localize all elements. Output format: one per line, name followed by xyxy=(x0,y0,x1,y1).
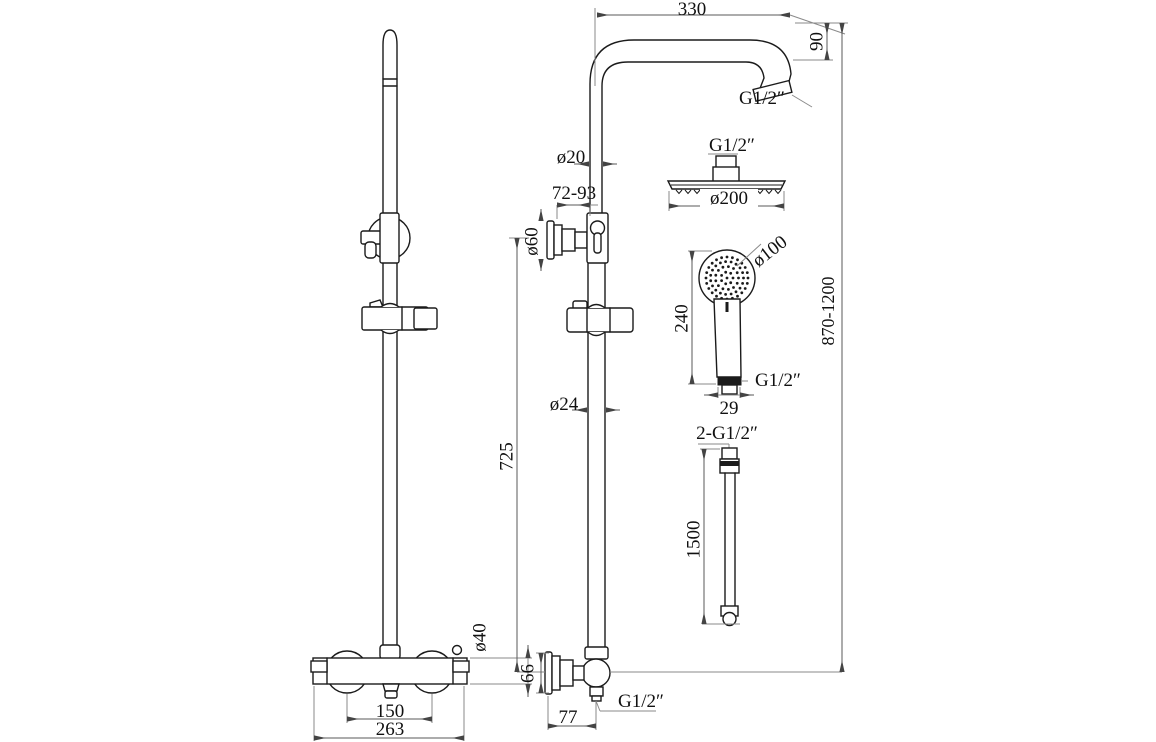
dim-hose-threads: 2-G1/2″ xyxy=(696,423,758,444)
dim-valve-body-dia: ø40 xyxy=(469,623,491,652)
dim-handset-length: 240 xyxy=(671,304,693,333)
side-view xyxy=(509,8,848,730)
dim-valve-width: 263 xyxy=(375,719,405,740)
dim-bracket-range: 72-93 xyxy=(551,183,597,204)
valve-body xyxy=(312,657,468,685)
dim-valve-flange-dia: 66 xyxy=(517,664,539,683)
dim-head-dia: ø200 xyxy=(700,189,758,208)
slider-bracket-front xyxy=(361,299,438,335)
dim-handset-thread: G1/2″ xyxy=(755,370,801,391)
dim-arm-length: 330 xyxy=(677,0,707,20)
wall-bracket-front xyxy=(360,212,411,264)
dim-valve-depth: 77 xyxy=(558,707,578,728)
wall-bracket-side xyxy=(546,212,609,264)
hand-shower xyxy=(688,243,762,398)
dim-head-thread: G1/2″ xyxy=(709,135,755,156)
valve-side xyxy=(544,646,611,702)
dim-handset-bottom-width: 29 xyxy=(719,398,739,419)
spray-face-dots xyxy=(704,255,750,301)
rail-front xyxy=(382,29,398,660)
shower-arm xyxy=(589,39,813,214)
slider-bracket-side xyxy=(566,300,634,337)
shower-hose xyxy=(698,443,740,627)
dim-hose-length: 1500 xyxy=(683,520,705,559)
dim-riser-lower-dia: ø24 xyxy=(549,394,579,415)
front-view xyxy=(310,29,532,741)
thermostatic-valve-front xyxy=(310,644,470,699)
dim-total-height: 870-1200 xyxy=(818,276,838,346)
dim-arm-thread: G1/2″ xyxy=(739,88,785,109)
dim-riser-upper-dia: ø20 xyxy=(556,147,586,168)
dim-arm-drop: 90 xyxy=(806,32,828,51)
dim-riser-length: 725 xyxy=(496,442,518,471)
dim-outlet-thread: G1/2″ xyxy=(618,691,664,712)
dim-outlet-centers: 150 xyxy=(375,701,405,722)
dim-bracket-flange-dia: ø60 xyxy=(521,227,543,256)
